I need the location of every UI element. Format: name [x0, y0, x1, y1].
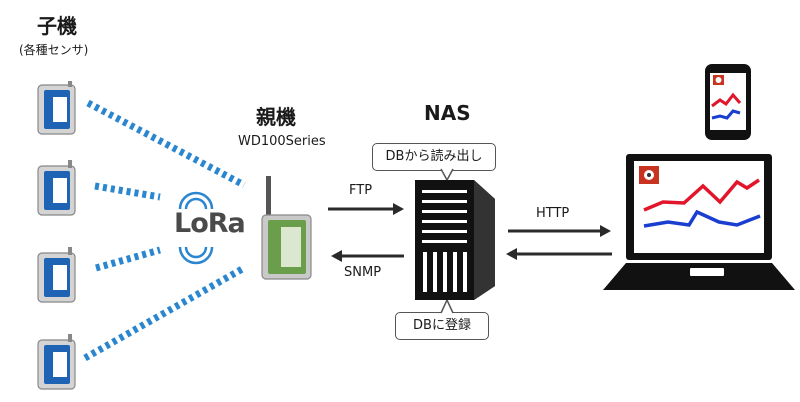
wireless-link-3: [95, 246, 161, 272]
http-label: HTTP: [536, 206, 570, 221]
snmp-arrow: [331, 250, 404, 262]
read-callout-tail: [440, 168, 454, 182]
sensor-device-1: [37, 81, 76, 135]
db-read-callout: DBから読み出し: [372, 143, 496, 171]
sensor-device-3: [37, 247, 76, 303]
sensor-device-4: [37, 334, 76, 390]
gateway-title: 親機: [256, 105, 296, 129]
wireless-link-1: [86, 99, 246, 189]
sensors-title: 子機: [37, 14, 77, 38]
http-arrow-right: [508, 225, 611, 237]
lora-wireless-logo: [178, 191, 214, 265]
lora-logo-text: LoRa: [174, 208, 246, 239]
register-callout-tail: [440, 298, 454, 314]
nas-title: NAS: [424, 101, 471, 125]
nas-server-icon: [415, 180, 495, 300]
wireless-link-2: [94, 182, 161, 201]
http-arrow-left: [506, 248, 612, 260]
db-register-callout: DBに登録: [395, 312, 489, 340]
wireless-link-4: [83, 264, 246, 362]
wireless-links: [83, 99, 246, 362]
sensors-subtitle: (各種センサ): [19, 43, 89, 57]
ftp-label: FTP: [349, 183, 373, 198]
snmp-label: SNMP: [344, 265, 382, 280]
gateway-device: [261, 176, 312, 280]
gateway-model: WD100Series: [238, 134, 326, 149]
laptop-icon: [603, 154, 795, 290]
sensor-device-2: [37, 160, 76, 216]
smartphone-icon: [705, 64, 751, 140]
ftp-arrow: [328, 203, 404, 215]
